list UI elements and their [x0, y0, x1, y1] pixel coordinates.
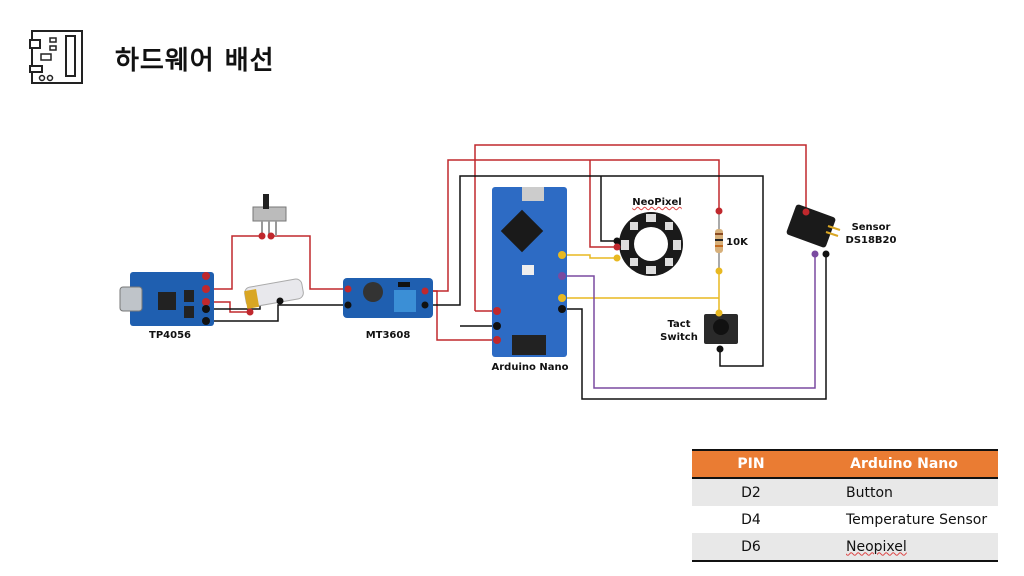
function-cell: Neopixel [810, 533, 998, 562]
arduino-label: Arduino Nano [491, 362, 569, 373]
neopixel-ring[interactable] [619, 212, 683, 276]
tact-switch-label-line1: Tact [667, 319, 691, 330]
neopixel-label: NeoPixel [625, 196, 689, 209]
tp4056-board[interactable] [119, 272, 214, 326]
connection-dots [202, 207, 830, 353]
function-cell: Temperature Sensor [846, 511, 988, 528]
page-title: 하드웨어 배선 [115, 46, 275, 76]
tact-switch-label: Tact Switch [656, 318, 702, 344]
resistor-label: 10K [726, 237, 748, 248]
table-row: D2 Button [692, 478, 998, 506]
tp4056-label: TP4056 [149, 330, 191, 341]
table-row: D4 Temperature Sensor [692, 506, 998, 533]
slide-switch[interactable] [252, 194, 287, 236]
pin-cell: D2 [692, 478, 810, 506]
pin-cell: D4 [741, 511, 761, 528]
ground-wires [206, 175, 827, 400]
signal-wires [562, 254, 720, 313]
arduino-nano-board[interactable] [492, 187, 567, 357]
sensor-label-line2: DS18B20 [845, 235, 897, 246]
header-pin: PIN [692, 449, 810, 479]
ds18b20-sensor[interactable] [786, 204, 841, 248]
resistor-10k[interactable] [715, 212, 723, 271]
pin-cell: D6 [692, 533, 810, 562]
header-arduino-nano: Arduino Nano [810, 449, 998, 479]
sensor-label-line1: Sensor [851, 222, 891, 233]
tact-switch-label-line2: Switch [660, 332, 698, 343]
circuit-board-icon [29, 30, 83, 84]
table-header-row: PIN Arduino Nano [692, 449, 998, 479]
mt3608-board[interactable] [343, 278, 433, 318]
table-row: D6 Neopixel [692, 533, 998, 562]
function-cell-text: Neopixel [846, 538, 907, 555]
lipo-battery[interactable] [244, 278, 305, 309]
mt3608-label: MT3608 [365, 330, 411, 341]
function-cell: Button [810, 478, 998, 506]
temp-signal-wire [562, 254, 816, 389]
sensor-label: Sensor DS18B20 [842, 221, 900, 247]
neopixel-label-text: NeoPixel [632, 197, 682, 208]
pin-mapping-table: PIN Arduino Nano D2 Button D4 Temperatur… [692, 449, 998, 562]
tact-switch[interactable] [704, 314, 738, 344]
